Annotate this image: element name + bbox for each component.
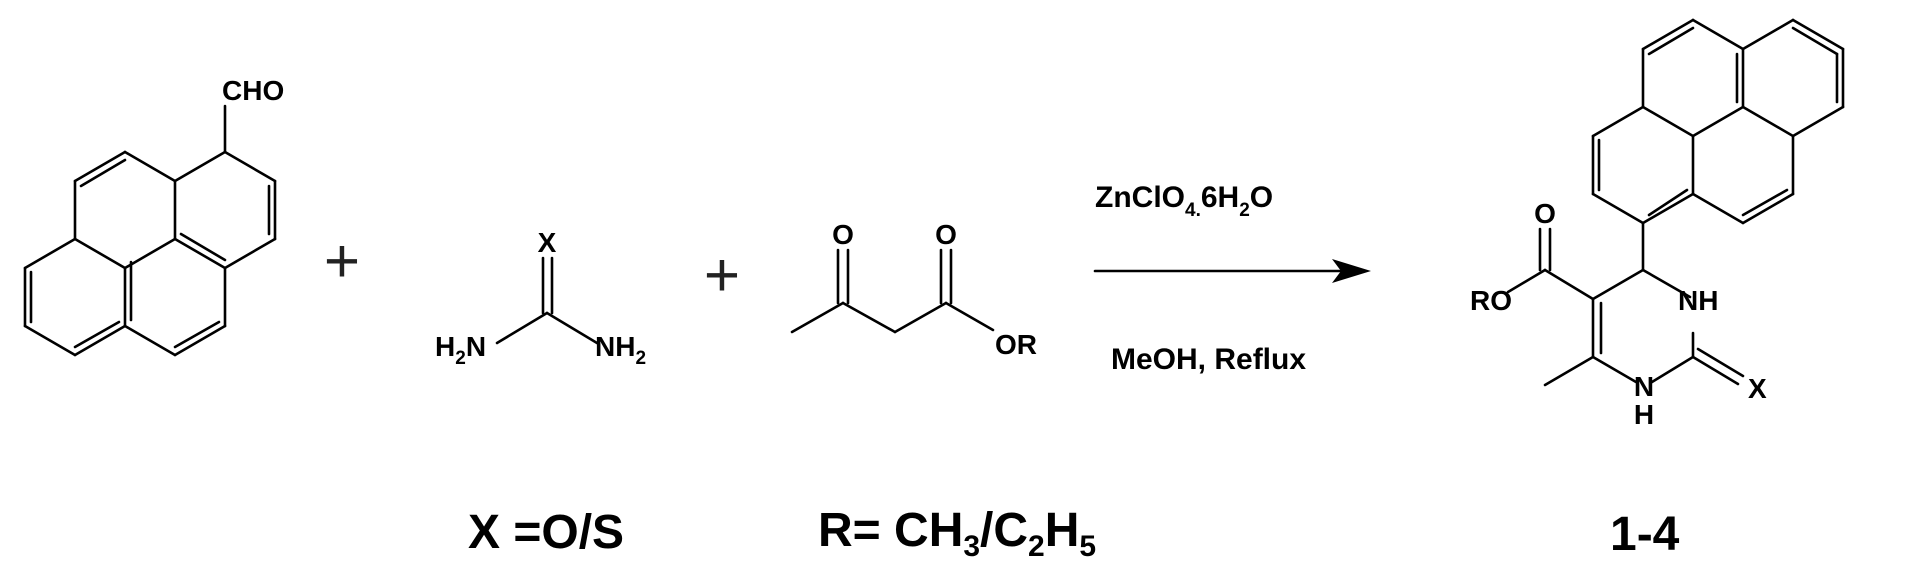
reaction-conditions: ZnClO4.6H2O MeOH, Reflux: [1093, 181, 1371, 376]
catalyst-label: ZnClO4.6H2O: [1095, 181, 1273, 221]
ester-carbonyl-oxygen: O: [935, 219, 957, 250]
product-ester-ro: RO: [1470, 285, 1512, 316]
x-definition: X =O/S: [468, 506, 624, 559]
urea-left-amine: H2N: [435, 331, 486, 369]
urea-thiourea: X H2N NH2: [435, 227, 646, 369]
ester-or-label: OR: [995, 329, 1037, 360]
solvent-label: MeOH, Reflux: [1111, 343, 1306, 376]
aldehyde-cho-label: CHO: [222, 75, 284, 106]
product-bonds: [1506, 18, 1845, 387]
r-definition: R= CH3/C2H5: [818, 504, 1096, 563]
ketone-oxygen: O: [832, 219, 854, 250]
product-n-bottom: N: [1634, 371, 1654, 402]
urea-bonds: [495, 256, 599, 345]
plus-sign-2: +: [704, 241, 740, 310]
product-h-bottom: H: [1634, 399, 1654, 430]
product: O RO NH N H X 1-4: [1470, 18, 1845, 561]
product-x-atom: X: [1748, 373, 1767, 404]
pyrene-aldehyde-bonds: [23, 104, 277, 357]
pyrene-aldehyde: CHO: [23, 75, 284, 357]
urea-right-amine: NH2: [595, 331, 646, 369]
ketoester-bonds: [790, 248, 995, 334]
product-carbonyl-oxygen: O: [1534, 198, 1556, 229]
product-nh-top: NH: [1678, 285, 1718, 316]
product-compound-label: 1-4: [1610, 508, 1680, 561]
urea-x-atom: X: [538, 227, 557, 258]
ketoester: O O OR: [790, 219, 1037, 360]
plus-sign-1: +: [324, 227, 360, 296]
reaction-arrow-head: [1332, 259, 1371, 283]
